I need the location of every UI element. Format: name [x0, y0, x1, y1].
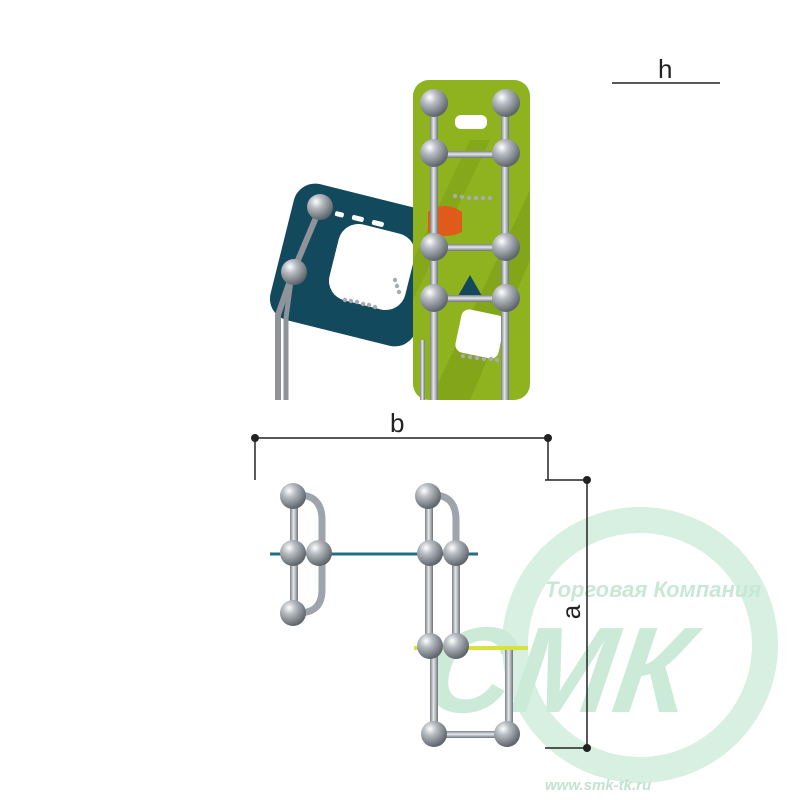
watermark-ring: [502, 507, 778, 783]
dimension-b-label: b: [390, 408, 404, 438]
watermark: Торговая Компания СМК www.smk-tk.ru: [416, 507, 778, 794]
green-panel: [413, 80, 530, 400]
plan-balls: [280, 483, 520, 747]
dimension-h: h: [612, 54, 720, 84]
plan-view: [270, 483, 528, 747]
dimension-a-label: a: [556, 604, 586, 619]
dimension-h-label: h: [658, 54, 672, 84]
dimension-a: a: [545, 476, 591, 752]
watermark-company-text: Торговая Компания: [545, 577, 761, 602]
watermark-url-text: www.smk-tk.ru: [545, 777, 651, 794]
watermark-brand-text: СМК: [416, 602, 707, 738]
ladder-balls: [420, 89, 520, 312]
teal-rail-ball-top: [307, 194, 333, 220]
teal-panel: [269, 183, 441, 400]
dimension-b: b: [251, 408, 552, 480]
teal-rail-ball-mid: [281, 259, 307, 285]
